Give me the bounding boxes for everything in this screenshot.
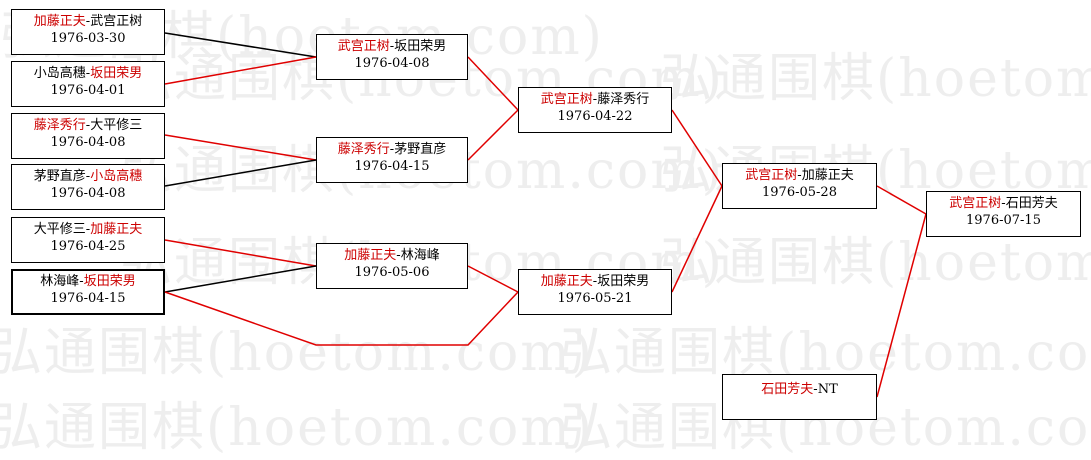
match-date: 1976-05-28 — [762, 185, 837, 200]
winner-name: 坂田荣男 — [90, 66, 143, 81]
bracket-line — [876, 213, 927, 398]
bracket-line — [164, 291, 519, 346]
bracket-line — [164, 134, 317, 161]
loser-name: 大平修三 — [90, 118, 143, 133]
bracket-line — [467, 56, 519, 111]
bracket-line — [164, 159, 317, 187]
winner-name: 武宫正树 — [337, 39, 390, 54]
match-box: 小岛高穗-坂田荣男 1976-04-01 — [11, 61, 165, 107]
loser-name: 小岛高穗 — [33, 66, 86, 81]
match-box: 大平修三-加藤正夫 1976-04-25 — [11, 217, 165, 263]
bracket-line — [467, 265, 519, 293]
match-box: 加藤正夫-武宫正树 1976-03-30 — [11, 9, 165, 55]
watermark-line: 弘通围棋(hoetom.com) — [660, 233, 1091, 293]
loser-name: 茅野直彦 — [33, 169, 86, 184]
match-box: 茅野直彦-小岛高穗 1976-04-08 — [11, 164, 165, 210]
match-date: 1976-04-15 — [50, 291, 126, 306]
winner-name: 加藤正夫 — [540, 274, 593, 289]
loser-name: 藤泽秀行 — [597, 92, 650, 107]
watermark-line: 弘通围棋(hoetom.com) — [0, 323, 594, 383]
match-box: 武宫正树-坂田荣男 1976-04-08 — [316, 34, 468, 80]
match-box: 加藤正夫-坂田荣男 1976-05-21 — [518, 269, 672, 315]
loser-name: NT — [817, 382, 838, 397]
bracket-line — [671, 185, 723, 293]
loser-name: 林海峰 — [40, 274, 80, 289]
winner-name: 武宫正树 — [745, 168, 798, 183]
loser-name: 石田芳夫 — [1005, 196, 1058, 211]
bracket-line — [164, 56, 317, 85]
loser-name: 武宫正树 — [90, 14, 143, 29]
bracket-lines — [164, 32, 927, 398]
winner-name: 加藤正夫 — [90, 222, 143, 237]
loser-name: 茅野直彦 — [394, 142, 447, 157]
watermark-line: 弘通围棋(hoetom.com) — [560, 323, 1091, 383]
match-box: 武宫正树-藤泽秀行 1976-04-22 — [518, 87, 672, 133]
winner-name: 武宫正树 — [949, 196, 1002, 211]
loser-name: 大平修三 — [33, 222, 86, 237]
match-box: 林海峰-坂田荣男 1976-04-15 — [11, 269, 165, 315]
match-date: 1976-05-21 — [557, 291, 633, 306]
winner-name: 武宫正树 — [540, 92, 593, 107]
watermark-line: 弘通围棋(hoetom.com) — [660, 49, 1091, 109]
winner-name: 石田芳夫 — [761, 382, 814, 397]
loser-name: 林海峰 — [400, 248, 440, 263]
seed-box: 石田芳夫-NT — [722, 374, 877, 420]
match-box: 藤泽秀行-茅野直彦 1976-04-15 — [316, 137, 468, 183]
match-box: 藤泽秀行-大平修三 1976-04-08 — [11, 113, 165, 159]
match-date: 1976-05-06 — [354, 265, 430, 280]
winner-name: 小岛高穗 — [90, 169, 143, 184]
winner-name: 加藤正夫 — [33, 14, 86, 29]
bracket-line — [164, 265, 317, 293]
loser-name: 加藤正夫 — [801, 168, 854, 183]
match-box: 武宫正树-加藤正夫 1976-05-28 — [722, 163, 877, 209]
final-match-box: 武宫正树-石田芳夫 1976-07-15 — [926, 191, 1081, 237]
match-date: 1976-04-01 — [50, 83, 126, 98]
match-date: 1976-03-30 — [50, 31, 126, 46]
winner-name: 藤泽秀行 — [337, 142, 390, 157]
winner-name: 坂田荣男 — [83, 274, 136, 289]
match-date: 1976-07-15 — [966, 213, 1041, 228]
bracket-line — [164, 32, 317, 58]
match-box: 加藤正夫-林海峰 1976-05-06 — [316, 243, 468, 289]
loser-name: 坂田荣男 — [394, 39, 447, 54]
bracket-line — [671, 109, 723, 187]
winner-name: 藤泽秀行 — [33, 118, 86, 133]
match-date: 1976-04-08 — [50, 186, 126, 201]
winner-name: 加藤正夫 — [344, 248, 397, 263]
match-date: 1976-04-08 — [50, 135, 126, 150]
bracket-line — [467, 109, 519, 161]
bracket-line — [164, 239, 317, 267]
bracket-line — [876, 185, 927, 215]
match-date: 1976-04-25 — [50, 239, 126, 254]
match-date: 1976-04-15 — [354, 159, 430, 174]
loser-name: 坂田荣男 — [597, 274, 650, 289]
match-date: 1976-04-22 — [557, 109, 633, 124]
match-date: 1976-04-08 — [354, 56, 430, 71]
